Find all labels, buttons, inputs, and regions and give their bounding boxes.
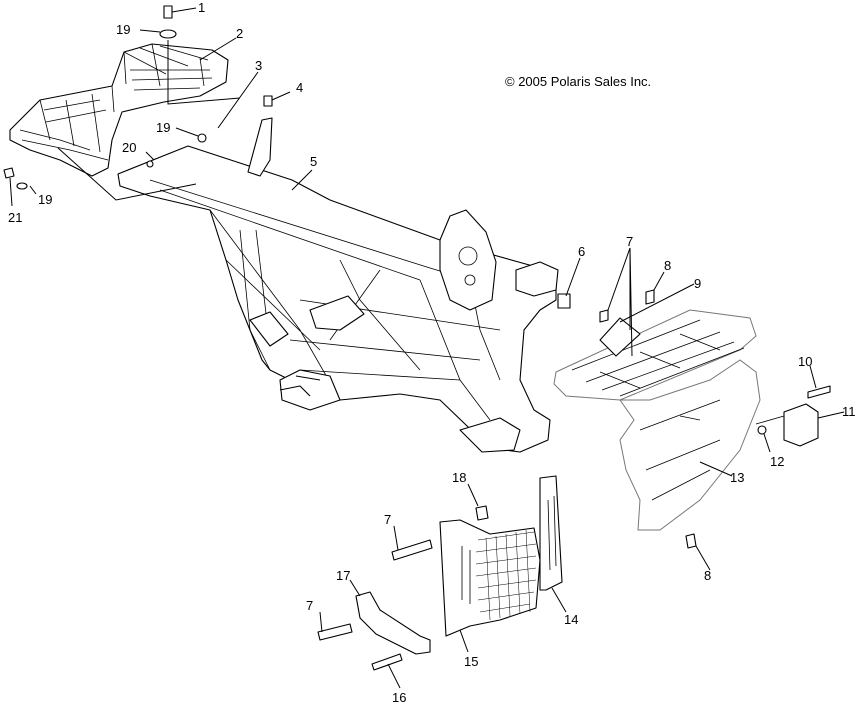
callout-18: 18 xyxy=(452,470,466,485)
callout-14: 14 xyxy=(564,612,578,627)
callout-9: 9 xyxy=(694,276,701,291)
callout-1: 1 xyxy=(198,0,205,15)
callouts: 1 2 3 4 5 6 7 7 7 8 8 9 10 11 12 13 14 1… xyxy=(8,0,856,703)
nut-4 xyxy=(263,95,273,107)
callout-20: 20 xyxy=(122,140,136,155)
callout-16: 16 xyxy=(392,690,406,703)
rear-rack xyxy=(9,43,229,177)
callout-21: 21 xyxy=(8,210,22,225)
fasteners xyxy=(3,5,831,671)
callout-19-mid: 19 xyxy=(156,120,170,135)
callout-8-low: 8 xyxy=(704,568,711,583)
bolt-7d xyxy=(317,623,353,641)
main-frame xyxy=(117,117,559,453)
leader-lines xyxy=(9,7,845,689)
front-rack xyxy=(553,309,761,531)
callout-15: 15 xyxy=(464,654,478,669)
bolt-20 xyxy=(146,160,154,168)
callout-7-mid: 7 xyxy=(384,512,391,527)
bolt-7a xyxy=(599,309,609,323)
callout-6: 6 xyxy=(578,244,585,259)
callout-5: 5 xyxy=(310,154,317,169)
nut-19b xyxy=(197,133,207,143)
callout-2: 2 xyxy=(236,26,243,41)
callout-19-low: 19 xyxy=(38,192,52,207)
bolt-8b xyxy=(685,533,697,549)
callout-8-top: 8 xyxy=(664,258,671,273)
callout-19-top: 19 xyxy=(116,22,130,37)
callout-11: 11 xyxy=(842,404,856,419)
screw-10 xyxy=(807,385,831,399)
side-panel xyxy=(539,475,563,591)
bolt-1 xyxy=(163,5,173,19)
callout-4: 4 xyxy=(296,80,303,95)
bushing-6 xyxy=(557,293,571,309)
grille-screen xyxy=(439,519,541,637)
mounting-bracket xyxy=(355,591,431,655)
callout-17: 17 xyxy=(336,568,350,583)
bolt-7c xyxy=(391,539,433,561)
washer-19c xyxy=(16,182,28,190)
headlight-assembly xyxy=(755,403,819,447)
screw-16 xyxy=(371,653,403,671)
callout-7-top: 7 xyxy=(626,234,633,249)
bolt-8a xyxy=(645,289,655,305)
callout-10: 10 xyxy=(798,354,812,369)
callout-13: 13 xyxy=(730,470,744,485)
callout-3: 3 xyxy=(255,58,262,73)
bolt-21 xyxy=(3,167,15,179)
copyright-notice: © 2005 Polaris Sales Inc. xyxy=(505,74,651,89)
callout-7-low: 7 xyxy=(306,598,313,613)
nut-12 xyxy=(757,425,767,435)
washer-19a xyxy=(159,29,177,39)
callout-12: 12 xyxy=(770,454,784,469)
clip-18 xyxy=(475,505,489,521)
